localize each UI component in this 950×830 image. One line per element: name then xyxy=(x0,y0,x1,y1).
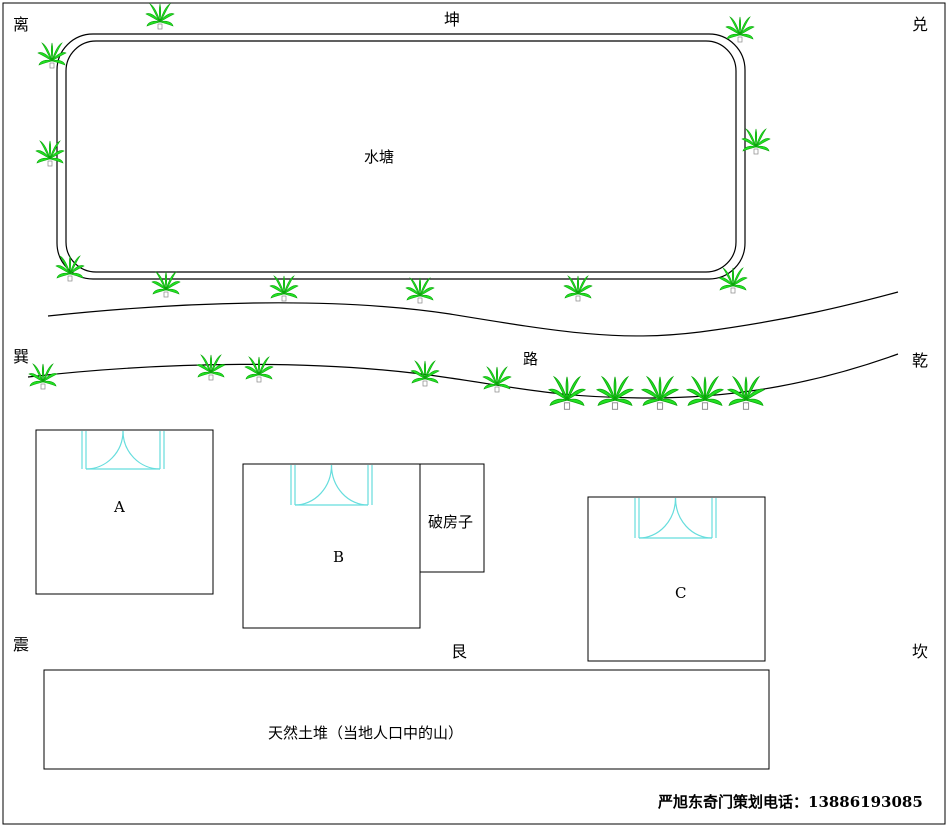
double-door-icon xyxy=(634,497,717,539)
palm-tree-icon xyxy=(145,3,175,30)
palm-tree-icon xyxy=(196,354,226,381)
building-b xyxy=(242,463,421,629)
palm-tree-icon xyxy=(244,356,274,383)
direction-xun: 巽 xyxy=(13,347,30,366)
contact-footer: 严旭东奇门策划电话：13886193085 xyxy=(658,793,923,811)
palm-tree-icon xyxy=(547,375,587,410)
building-c-label: C xyxy=(675,584,687,602)
pond xyxy=(56,33,746,280)
ruined-house xyxy=(419,463,485,573)
direction-zhen: 震 xyxy=(13,635,30,654)
direction-kan: 坎 xyxy=(912,642,929,661)
palm-tree-icon xyxy=(685,375,725,410)
palm-tree-icon xyxy=(741,128,771,155)
palm-tree-icon xyxy=(410,360,440,387)
palm-tree-icon xyxy=(28,363,58,390)
road-label: 路 xyxy=(523,350,539,368)
double-door-icon xyxy=(290,464,373,506)
palm-tree-icon xyxy=(726,375,766,410)
palm-tree-icon xyxy=(725,16,755,43)
palm-tree-icon xyxy=(405,277,435,304)
building-c xyxy=(587,496,766,662)
mound-label: 天然土堆（当地人口中的山） xyxy=(268,724,464,742)
direction-qian: 乾 xyxy=(912,351,929,370)
palm-tree-icon xyxy=(151,271,181,298)
mound xyxy=(43,669,770,770)
palm-tree-icon xyxy=(269,275,299,302)
pond-label: 水塘 xyxy=(364,148,395,166)
palm-tree-icon xyxy=(37,42,67,69)
ruined-house-label: 破房子 xyxy=(428,513,474,531)
palm-tree-icon xyxy=(718,267,748,294)
double-door-icon xyxy=(81,430,165,470)
road-edge-top xyxy=(47,291,899,337)
building-b-label: B xyxy=(333,548,345,566)
building-a xyxy=(35,429,214,595)
direction-li: 离 xyxy=(13,15,30,34)
palm-tree-icon xyxy=(563,275,593,302)
palm-tree-icon xyxy=(595,375,635,410)
palm-tree-icon xyxy=(55,255,85,282)
palm-tree-icon xyxy=(640,375,680,410)
road-edge-bottom xyxy=(27,353,899,399)
building-a-label: A xyxy=(114,498,125,516)
palm-tree-icon xyxy=(482,366,512,393)
palm-tree-icon xyxy=(35,140,65,167)
direction-dui: 兑 xyxy=(912,15,929,34)
direction-gen: 艮 xyxy=(451,642,468,661)
direction-kun: 坤 xyxy=(444,10,461,29)
